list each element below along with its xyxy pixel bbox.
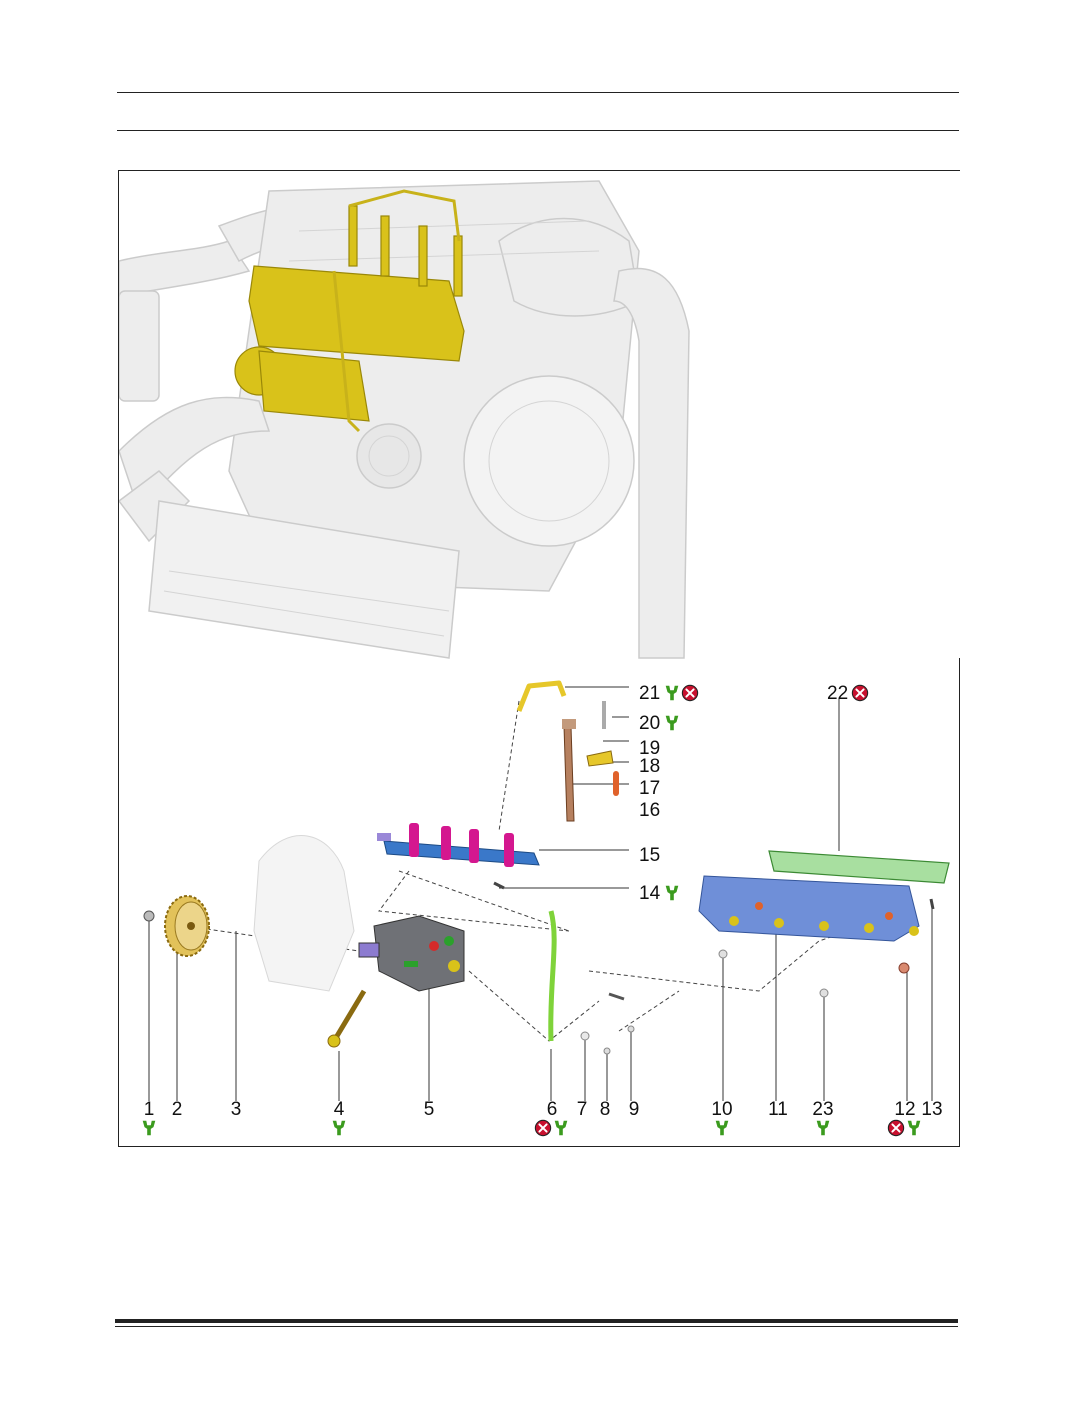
callout-7: 7: [577, 1099, 588, 1120]
footer-rule-thin: [115, 1326, 958, 1327]
pulley-gear: [164, 895, 210, 957]
callout-11: 11: [768, 1099, 788, 1120]
callout-6: 6: [547, 1099, 558, 1120]
wrench-icon: [665, 685, 679, 701]
header-rule-top: [117, 92, 959, 93]
callout-13: 13: [921, 1099, 942, 1120]
engine-overview-image: [119, 171, 961, 659]
header-rule-bottom: [117, 130, 959, 131]
callout-18: 18: [639, 756, 660, 777]
callout-21: 21: [639, 683, 660, 704]
wrench-icon: [816, 1120, 830, 1136]
callout-3: 3: [231, 1099, 242, 1120]
no-reuse-icon: [534, 1119, 552, 1137]
callout-4: 4: [334, 1099, 345, 1120]
wrench-icon: [332, 1120, 346, 1136]
callout-9: 9: [629, 1099, 640, 1120]
no-reuse-icon: [887, 1119, 905, 1137]
no-reuse-icon: [681, 684, 699, 702]
intake-manifold: [698, 875, 920, 942]
callout-10: 10: [711, 1099, 732, 1120]
footer-rule-thick: [115, 1319, 958, 1323]
fuel-pump: [358, 915, 465, 992]
callout-1: 1: [144, 1099, 155, 1120]
callout-19: 19: [639, 738, 660, 759]
fuel-rail: [377, 823, 540, 867]
callout-14: 14: [639, 883, 661, 904]
no-reuse-icon: [851, 684, 869, 702]
callout-17: 17: [639, 778, 660, 799]
wrench-icon: [554, 1120, 568, 1136]
callout-16: 16: [639, 800, 660, 821]
wrench-icon: [142, 1120, 156, 1136]
callout-15: 15: [639, 845, 660, 866]
callout-20: 20: [639, 713, 660, 734]
wrench-icon: [715, 1120, 729, 1136]
callout-22: 22: [827, 683, 848, 704]
callout-12: 12: [894, 1099, 915, 1120]
callout-5: 5: [424, 1099, 435, 1120]
callout-8: 8: [600, 1099, 611, 1120]
callout-23: 23: [812, 1099, 833, 1120]
wrench-icon: [665, 885, 679, 901]
callout-2: 2: [172, 1099, 183, 1120]
wrench-icon: [665, 715, 679, 731]
exploded-parts-image: [143, 680, 950, 1101]
wrench-icon: [907, 1120, 921, 1136]
